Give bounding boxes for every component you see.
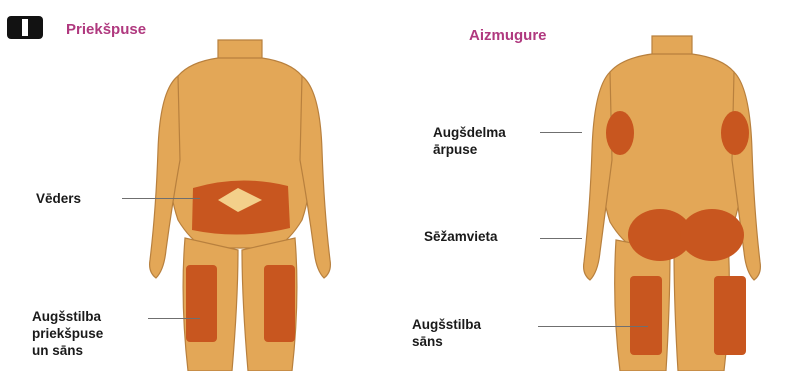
front-thigh-label-line1: Augšstilba [32, 308, 103, 325]
front-right-thigh-zone [264, 265, 295, 342]
back-thigh-label-line2: sāns [412, 333, 481, 350]
back-thigh-label: Augšstilba sāns [412, 316, 481, 350]
front-left-thigh-zone [186, 265, 217, 342]
front-thigh-label: Augšstilba priekšpuse un sāns [32, 308, 103, 359]
back-left-arm-zone [606, 111, 634, 155]
front-thigh-pointer-line [148, 318, 200, 319]
back-right-thigh-zone [714, 276, 746, 355]
back-buttock-pointer-line [540, 238, 582, 239]
front-abdomen-label: Vēders [36, 190, 81, 207]
front-abdomen-zone [192, 180, 290, 234]
back-right-arm-zone [721, 111, 749, 155]
back-right-buttock-zone [680, 209, 744, 261]
back-buttock-label: Sēžamvieta [424, 228, 498, 245]
back-arm-pointer-line [540, 132, 582, 133]
front-thigh-label-line2: priekšpuse [32, 325, 103, 342]
back-left-thigh-zone [630, 276, 662, 355]
back-arm-label-line2: ārpuse [433, 141, 506, 158]
back-arm-label-line1: Augšdelma [433, 124, 506, 141]
front-thigh-label-line3: un sāns [32, 342, 103, 359]
back-arm-label: Augšdelma ārpuse [433, 124, 506, 158]
back-thigh-label-line1: Augšstilba [412, 316, 481, 333]
front-abdomen-pointer-line [122, 198, 200, 199]
back-thigh-pointer-line [538, 326, 648, 327]
